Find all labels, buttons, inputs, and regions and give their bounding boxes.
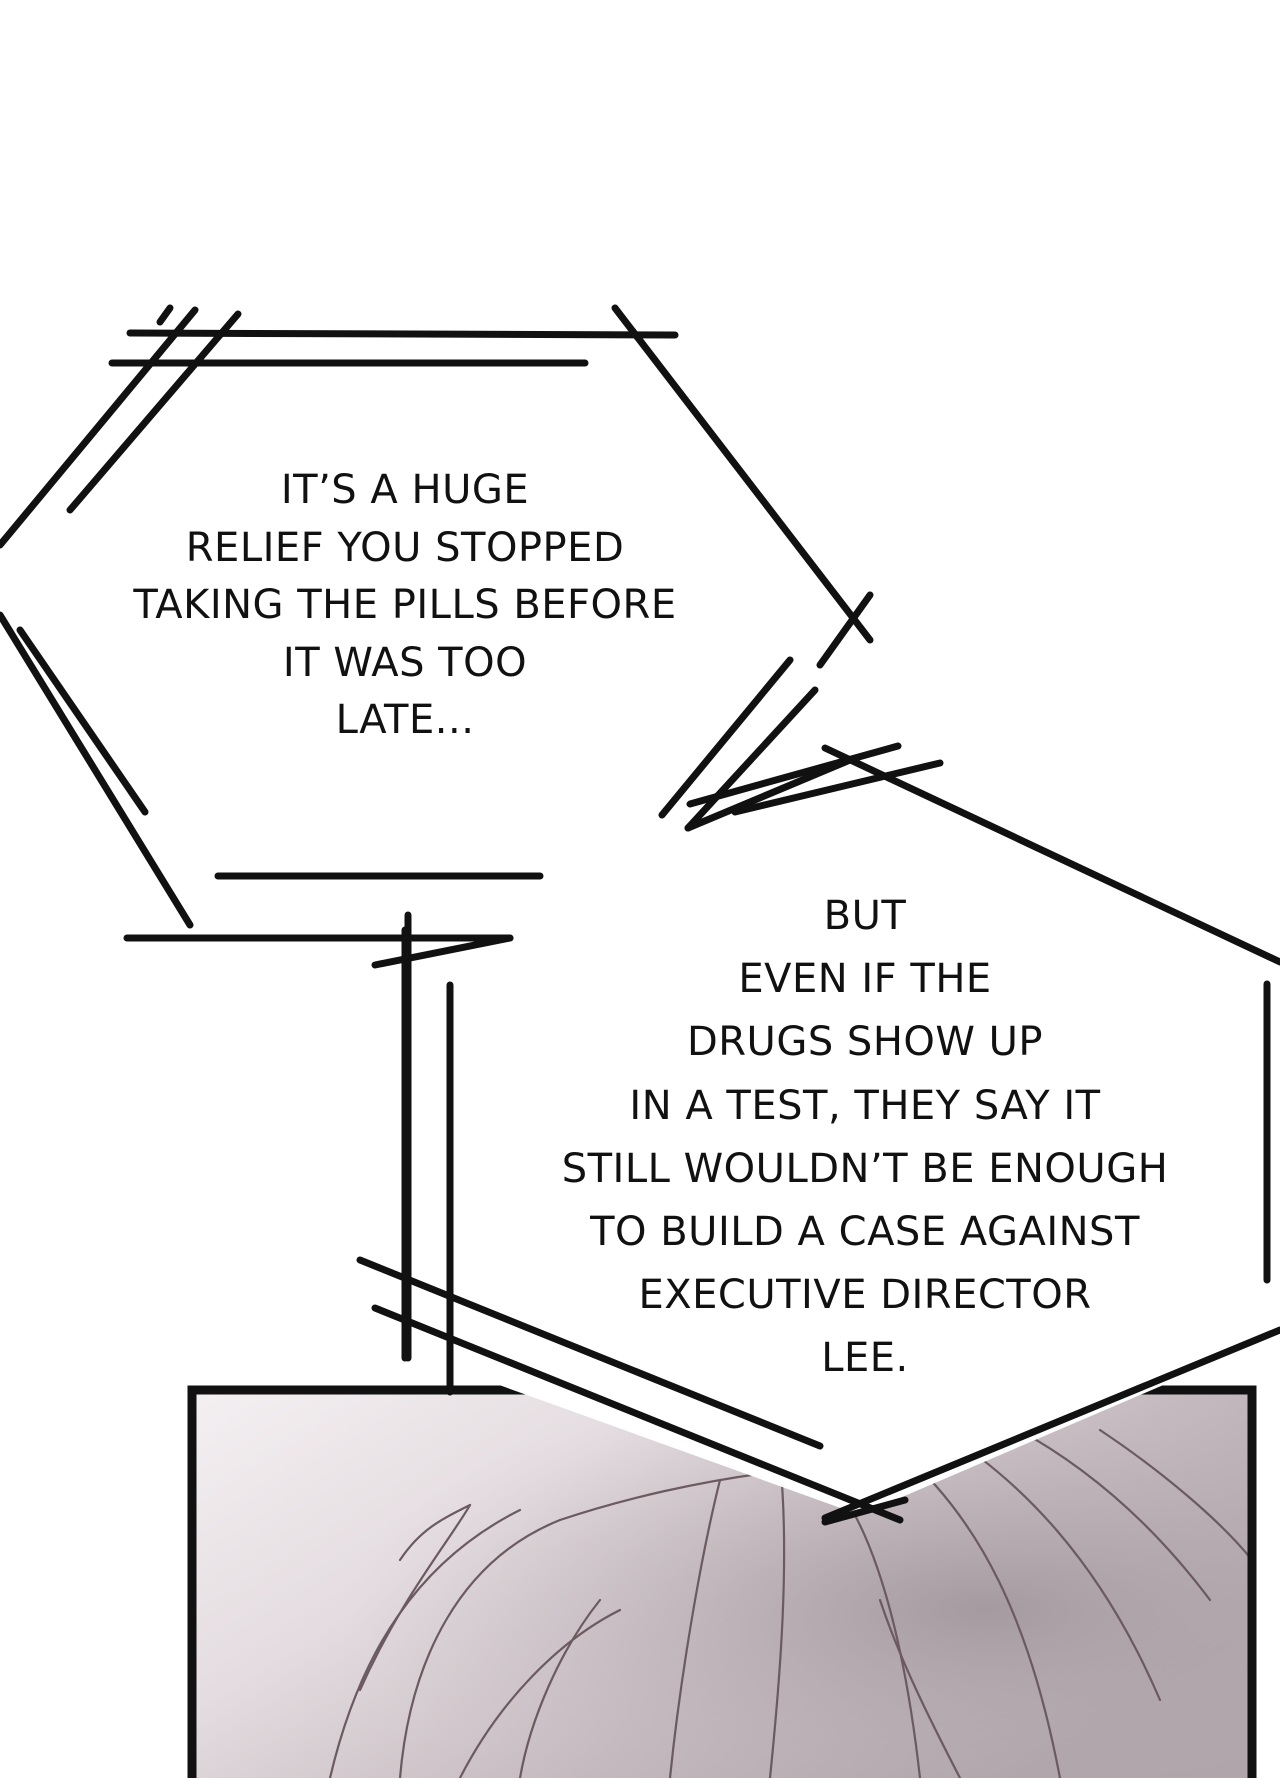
bubble-2-line: EXECUTIVE DIRECTOR — [638, 1272, 1092, 1319]
bubble-1-line: IT WAS TOO — [282, 639, 528, 686]
bubble-2-line: EVEN IF THE — [738, 956, 992, 1003]
bubble-2-line: IN A TEST, THEY SAY IT — [629, 1082, 1101, 1129]
bubble-2-line: TO BUILD A CASE AGAINST — [590, 1209, 1140, 1256]
bubble-1-line: RELIEF YOU STOPPED — [185, 524, 625, 571]
bubble-2-line: LEE. — [821, 1335, 909, 1382]
speech-bubble-1 — [0, 304, 874, 1362]
bubble-1-line: IT’S A HUGE — [280, 467, 530, 513]
bubble-1-text: IT’S A HUGE RELIEF YOU STOPPED TAKING TH… — [60, 462, 750, 750]
bubble-1-line: LATE... — [335, 697, 475, 743]
bubble-2-text: BUT EVEN IF THE DRUGS SHOW UP IN A TEST,… — [470, 885, 1260, 1391]
bubble-2-line: BUT — [823, 893, 907, 939]
hair-strands — [328, 1418, 1254, 1778]
bubble-2-line: STILL WOULDN’T BE ENOUGH — [561, 1145, 1169, 1192]
bubble-1-line: TAKING THE PILLS BEFORE — [133, 582, 677, 628]
speech-bubble-2 — [356, 742, 1280, 1526]
bubble-2-line: DRUGS SHOW UP — [686, 1019, 1044, 1066]
